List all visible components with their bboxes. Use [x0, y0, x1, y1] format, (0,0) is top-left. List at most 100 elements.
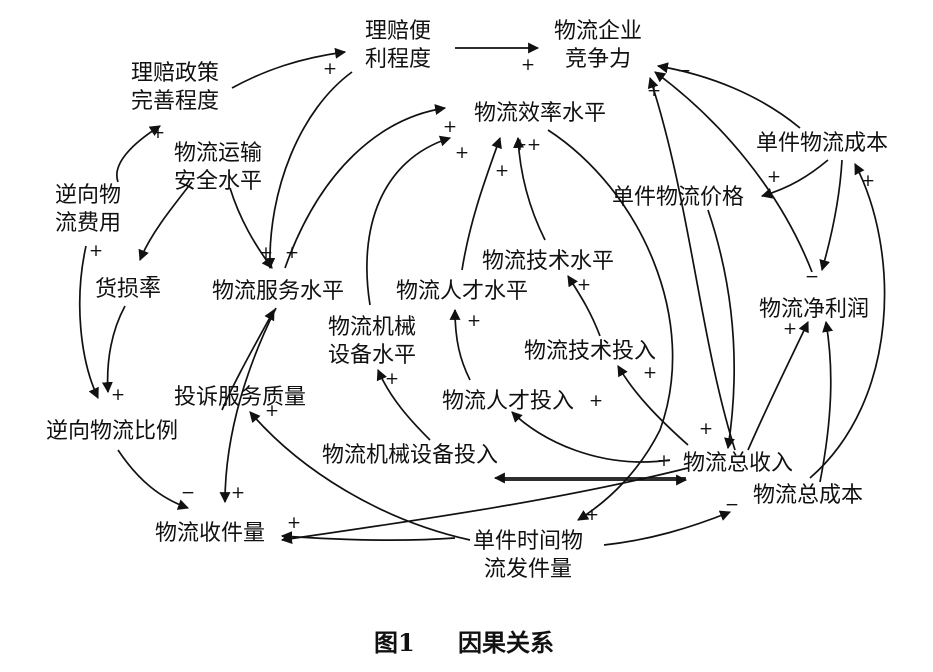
node-talent-level: 物流人才水平 [396, 279, 528, 304]
plus-sign-22: + [589, 391, 603, 411]
node-competitiveness-line1: 物流企业 [554, 19, 642, 44]
node-machinery-level-line2: 设备水平 [328, 343, 416, 368]
node-claim-policy-line1: 理赔政策 [131, 61, 219, 86]
link-revenue-to-received [280, 467, 689, 545]
plus-sign-13: + [259, 243, 273, 263]
node-unit-cost: 单件物流成本 [756, 131, 888, 156]
link-unitcost-to-price [760, 159, 829, 199]
causal-links [78, 42, 886, 546]
node-claim-convenience-line1: 理赔便 [365, 19, 431, 44]
node-service-level: 物流服务水平 [212, 279, 344, 304]
plus-sign-8: + [513, 135, 527, 155]
node-competitiveness-line2: 竞争力 [565, 47, 631, 72]
link-safety-to-damage [138, 181, 193, 262]
node-machinery-invest: 物流机械设备投入 [322, 443, 498, 468]
node-transport-safety-line2: 安全水平 [174, 169, 262, 194]
minus-sign-18: − [805, 267, 819, 287]
plus-sign-4: + [647, 81, 661, 101]
minus-sign-3: − [677, 61, 691, 81]
node-damage-rate: 货损率 [95, 277, 161, 302]
link-revenue-to-techinvest [617, 365, 689, 446]
node-claim-convenience-line2: 利程度 [365, 47, 431, 72]
polarity-signs: ++−−+++++++++++−++−+++++++++−++−+ [89, 53, 875, 533]
link-revenue-to-netprofit [747, 321, 809, 451]
node-complaint-quality: 投诉服务质量 [174, 385, 306, 410]
link-unitcost-to-netprofit [819, 159, 843, 272]
node-efficiency: 物流效率水平 [474, 101, 606, 126]
plus-sign-21: + [643, 363, 657, 383]
plus-sign-0: + [323, 59, 337, 79]
link-talent-to-efficiency [461, 136, 502, 271]
node-talent-invest: 物流人才投入 [442, 389, 574, 414]
node-dispatch-volume-line2: 流发件量 [484, 557, 572, 582]
link-tech-to-efficiency [513, 136, 546, 241]
minus-sign-31: − [725, 495, 739, 515]
figure-title: 因果关系 [458, 628, 554, 657]
link-efficiency-to-dispatch [547, 129, 674, 521]
node-unit-price: 单件物流价格 [612, 185, 744, 210]
link-revenue-to-talentinvest [511, 411, 671, 463]
plus-sign-5: + [151, 123, 165, 143]
link-totalcost-to-netprofit [819, 320, 834, 483]
link-machinery-to-efficiency [366, 135, 452, 306]
plus-sign-32: + [585, 505, 599, 525]
plus-sign-9: + [527, 135, 541, 155]
link-policy-to-convenience [231, 47, 347, 89]
plus-sign-7: + [455, 143, 469, 163]
plus-sign-12: + [861, 171, 875, 191]
figure-number: 图1 [374, 628, 415, 657]
minus-sign-15: − [145, 267, 159, 287]
plus-sign-30: + [287, 513, 301, 533]
node-reverse-cost-line2: 流费用 [55, 211, 121, 236]
minus-sign-2: − [615, 53, 629, 73]
node-reverse-cost-line1: 逆向物 [55, 183, 121, 208]
link-dispatch-to-complaint [249, 411, 471, 541]
link-damage-to-reverseratio [101, 305, 126, 394]
link-convenience-to-service [264, 71, 353, 270]
node-transport-safety-line1: 物流运输 [174, 141, 262, 166]
plus-sign-20: + [783, 319, 797, 339]
plus-sign-23: + [385, 369, 399, 389]
plus-sign-10: + [495, 161, 509, 181]
plus-sign-24: + [111, 385, 125, 405]
link-techinvest-to-techlevel [567, 275, 601, 337]
link-machineryinvest-to-machinerylevel [376, 368, 431, 441]
link-service-to-efficiency [284, 104, 447, 269]
node-net-profit: 物流净利润 [759, 297, 869, 322]
plus-sign-1: + [521, 55, 535, 75]
plus-sign-11: + [767, 167, 781, 187]
plus-sign-29: + [231, 483, 245, 503]
link-service-to-received [219, 307, 277, 504]
link-dispatch-to-totalcost [603, 510, 732, 546]
link-reverseratio-to-received [117, 449, 190, 510]
node-total-cost: 物流总成本 [753, 483, 863, 508]
plus-sign-19: + [467, 311, 481, 331]
node-received-volume: 物流收件量 [155, 521, 265, 546]
link-totalcost-to-unitcost [809, 163, 886, 479]
plus-sign-26: + [699, 419, 713, 439]
node-dispatch-volume-line1: 单件时间物 [473, 529, 583, 554]
plus-sign-17: + [577, 275, 591, 295]
plus-sign-16: + [89, 241, 103, 261]
link-unitcost-to-competitiveness [656, 62, 801, 129]
link-talentinvest-to-talentlevel [449, 308, 471, 381]
node-machinery-level-line1: 物流机械 [328, 315, 416, 340]
node-reverse-ratio: 逆向物流比例 [46, 419, 178, 444]
link-complaint-to-service [221, 309, 275, 411]
plus-sign-27: + [657, 451, 671, 471]
link-reversecost-to-reverseratio [78, 245, 99, 399]
link-revenue-to-competitiveness [647, 76, 736, 451]
plus-sign-6: + [443, 117, 457, 137]
link-safety-to-service [229, 187, 273, 269]
plus-sign-14: + [285, 243, 299, 263]
node-claim-policy-line2: 完善程度 [131, 89, 219, 114]
node-tech-level: 物流技术水平 [482, 249, 614, 274]
minus-sign-28: − [181, 483, 195, 503]
node-tech-invest: 物流技术投入 [524, 339, 656, 364]
node-total-revenue: 物流总收入 [683, 451, 793, 476]
plus-sign-25: + [265, 401, 279, 421]
link-netprofit-to-competitiveness [654, 71, 813, 273]
link-reversecost-to-policy [116, 125, 161, 183]
